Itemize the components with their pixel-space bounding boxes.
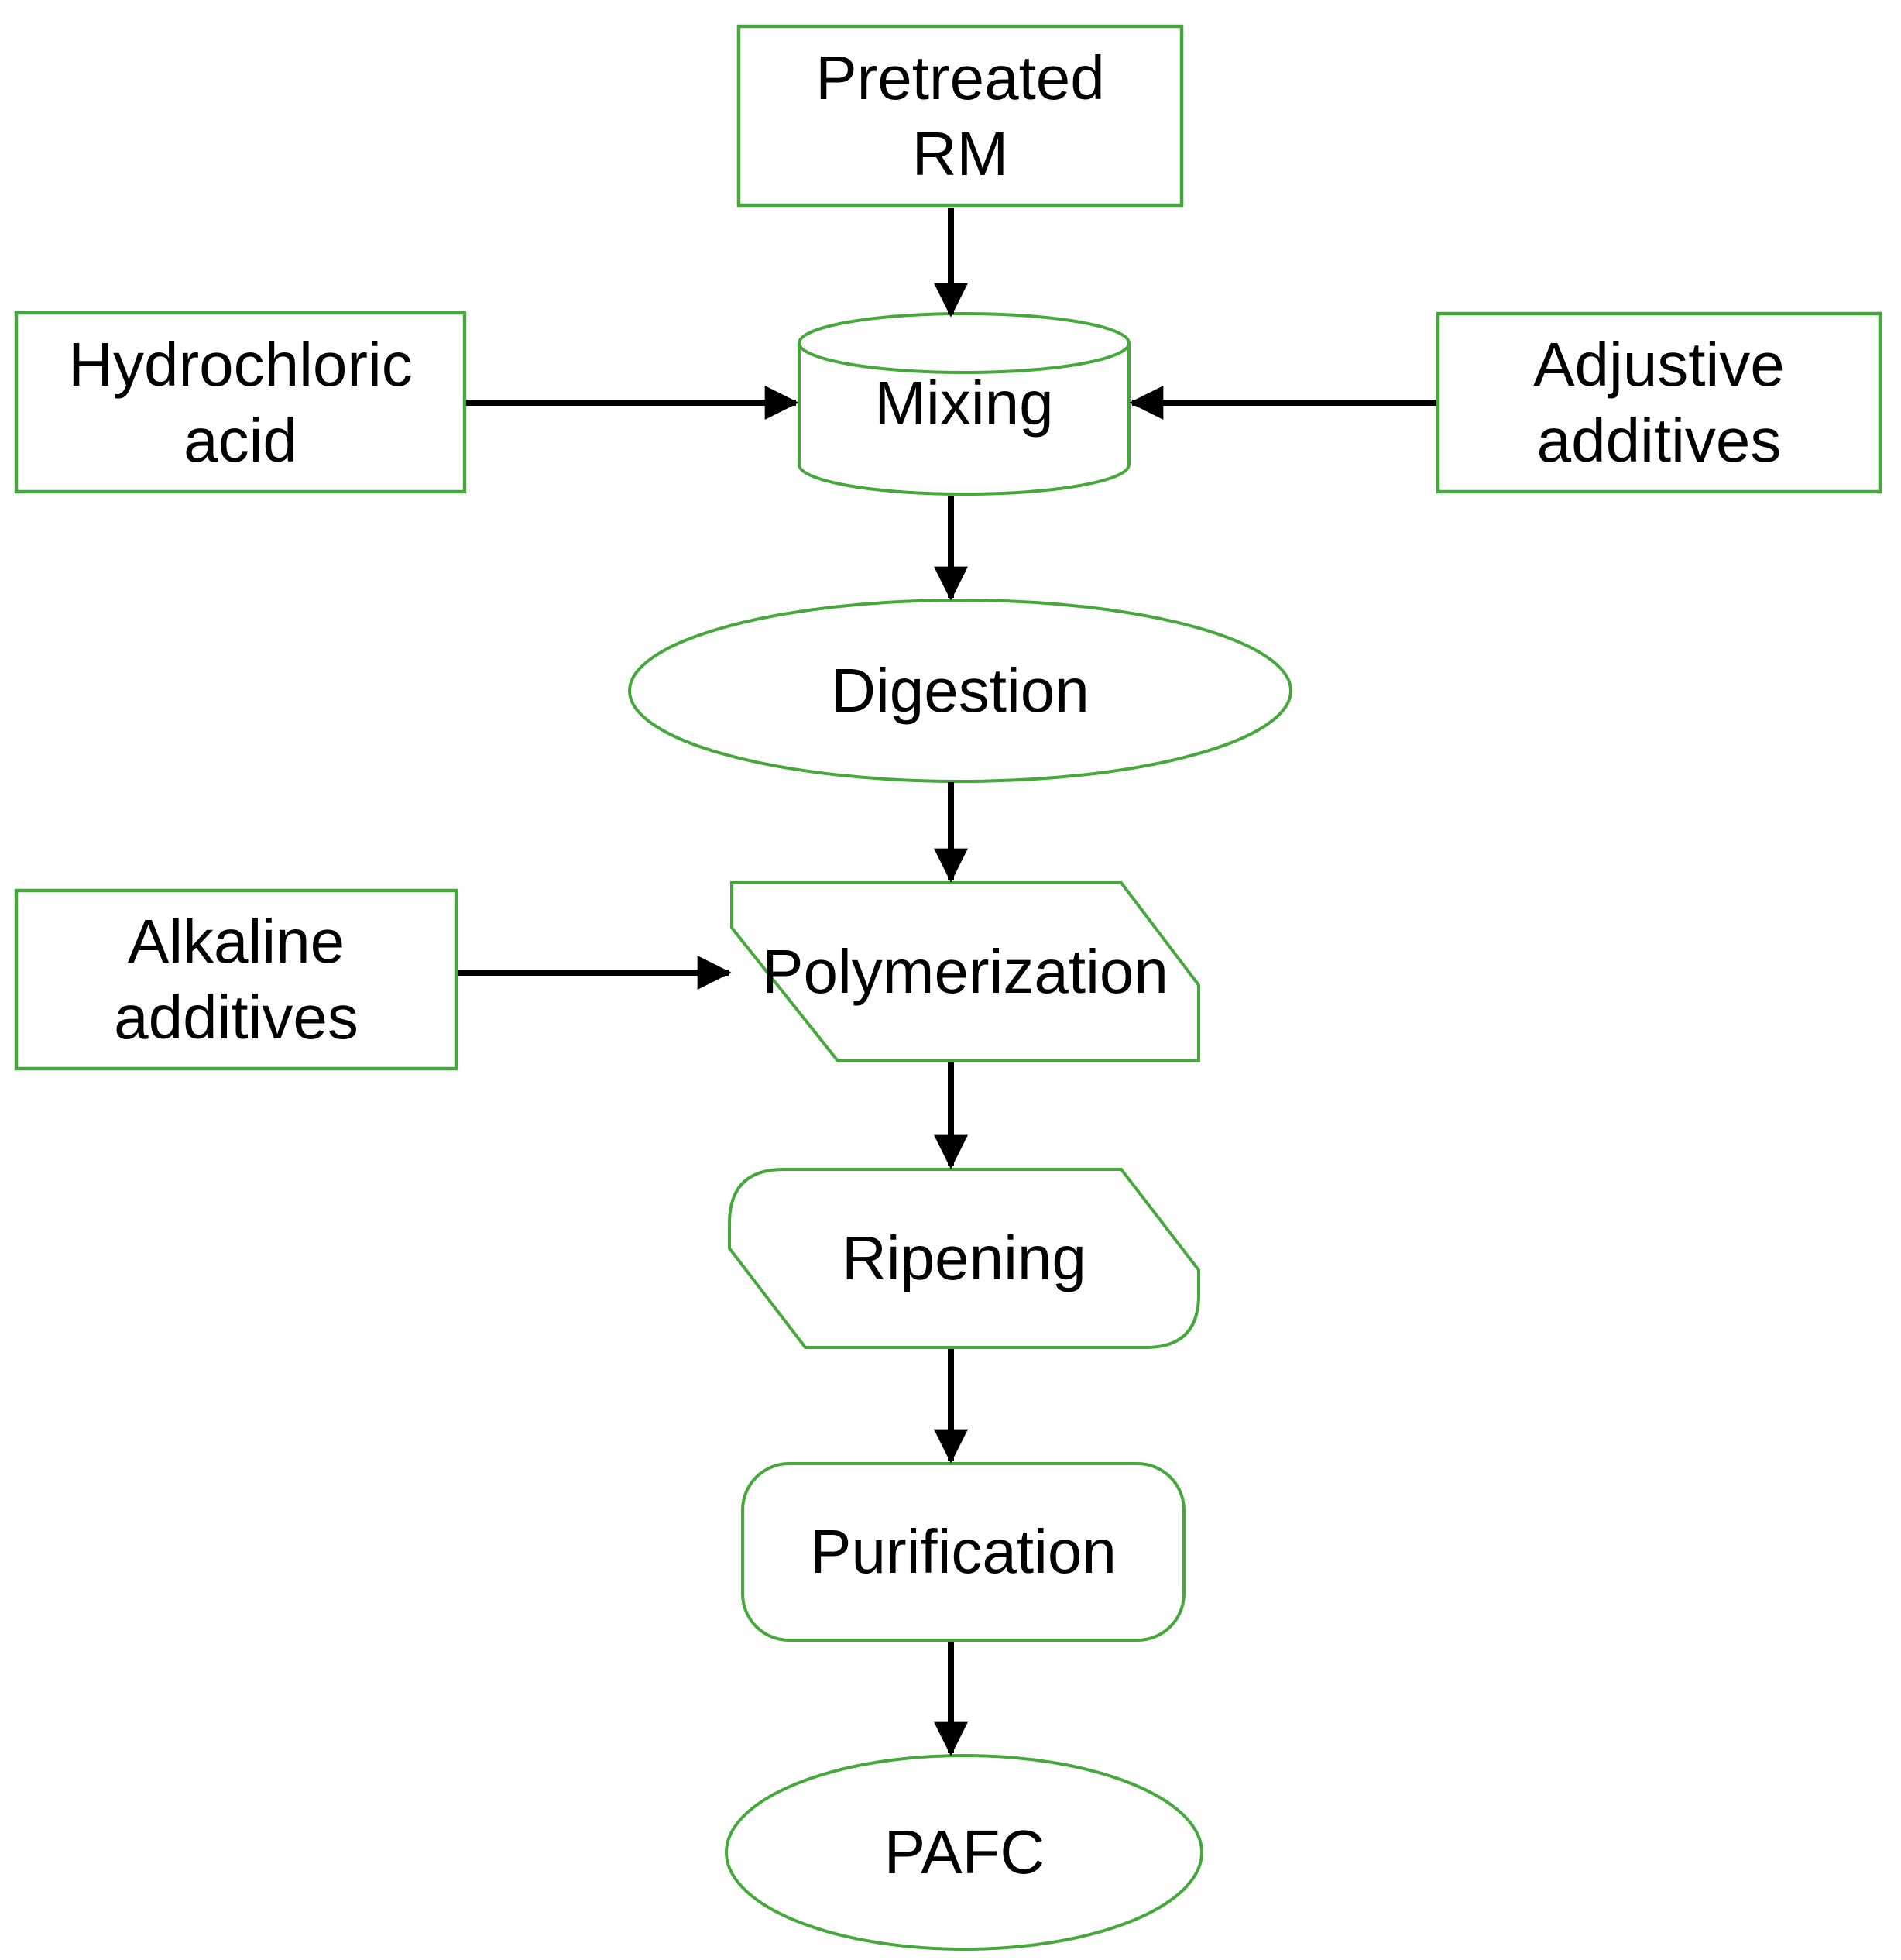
node-ripening-shape <box>728 1168 1200 1349</box>
node-alkaline-additives-shape <box>14 888 458 1071</box>
node-polymerization-shape <box>730 881 1200 1062</box>
node-mixing-shape <box>798 312 1131 496</box>
node-adjustive-additives-shape <box>1436 311 1882 494</box>
node-digestion-shape <box>628 599 1292 783</box>
node-pretreated-rm-shape <box>736 24 1184 208</box>
node-pafc-shape <box>725 1754 1203 1951</box>
node-purification-shape <box>741 1462 1186 1642</box>
node-hydrochloric-acid-shape <box>14 311 467 494</box>
